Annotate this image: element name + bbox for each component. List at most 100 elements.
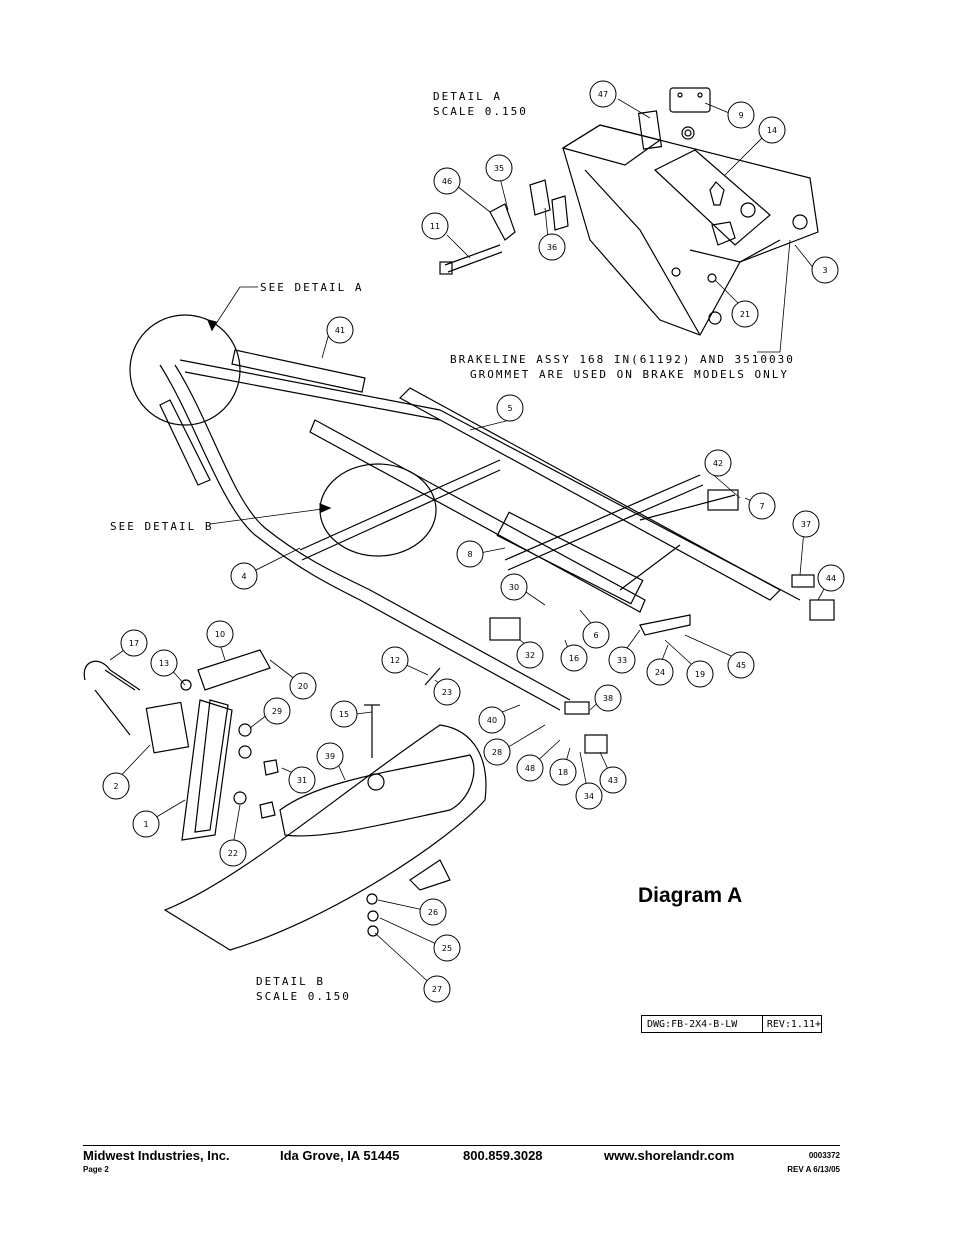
callout-circle	[758, 116, 786, 144]
callout-number: 20	[298, 682, 308, 691]
callout-number: 48	[525, 764, 535, 773]
callout-circle	[589, 80, 617, 108]
callout-number: 29	[272, 707, 282, 716]
callout-circle	[516, 754, 544, 782]
callout-circle	[516, 641, 544, 669]
callout-33: 33	[608, 646, 636, 674]
callout-30: 30	[500, 573, 528, 601]
callout-21: 21	[731, 300, 759, 328]
callout-number: 45	[736, 661, 746, 670]
dwg-revision: REV:1.11+	[766, 1018, 821, 1030]
callout-number: 3	[822, 266, 827, 275]
callout-circle	[419, 898, 447, 926]
callout-40: 40	[478, 706, 506, 734]
callout-circle	[538, 233, 566, 261]
footer-phone: 800.859.3028	[463, 1148, 543, 1163]
callout-25: 25	[433, 934, 461, 962]
callout-27: 27	[423, 975, 451, 1003]
callout-circle	[421, 212, 449, 240]
callout-number: 5	[507, 404, 512, 413]
callout-26: 26	[419, 898, 447, 926]
callout-32: 32	[516, 641, 544, 669]
callout-circle	[381, 646, 409, 674]
callout-circle	[423, 975, 451, 1003]
callout-22: 22	[219, 839, 247, 867]
callout-circle	[748, 492, 776, 520]
callout-circle	[456, 540, 484, 568]
callout-number: 39	[325, 752, 335, 761]
callout-number: 38	[603, 694, 613, 703]
footer-doc-number: 0003372	[808, 1151, 840, 1160]
callout-circle	[326, 316, 354, 344]
trailer-frame	[129, 314, 835, 754]
callout-circle	[316, 742, 344, 770]
callout-circle	[582, 621, 610, 649]
callout-circle	[120, 629, 148, 657]
detail-a-scale: SCALE 0.150	[433, 105, 528, 118]
callout-34: 34	[575, 782, 603, 810]
callout-circle	[792, 510, 820, 538]
callout-10: 10	[206, 620, 234, 648]
detail-b-scale: SCALE 0.150	[256, 990, 351, 1003]
callout-number: 36	[547, 243, 557, 252]
callout-circle	[206, 620, 234, 648]
callout-circle	[330, 700, 358, 728]
callout-circle	[500, 573, 528, 601]
callout-5: 5	[496, 394, 524, 422]
callout-6: 6	[582, 621, 610, 649]
callout-number: 11	[430, 222, 440, 231]
callout-number: 12	[390, 656, 400, 665]
callout-number: 19	[695, 670, 705, 679]
callout-number: 43	[608, 776, 618, 785]
callout-18: 18	[549, 758, 577, 786]
callout-number: 25	[442, 944, 452, 953]
page-footer: Midwest Industries, Inc. Ida Grove, IA 5…	[83, 1145, 840, 1176]
callout-number: 47	[598, 90, 608, 99]
callout-number: 27	[432, 985, 442, 994]
callout-8: 8	[456, 540, 484, 568]
callout-circle	[727, 651, 755, 679]
callout-number: 2	[113, 782, 118, 791]
callout-number: 6	[593, 631, 598, 640]
callout-28: 28	[483, 738, 511, 766]
detail-a-title: DETAIL A	[433, 90, 502, 103]
callout-number: 10	[215, 630, 225, 639]
callout-number: 9	[738, 111, 743, 120]
callout-circle	[433, 934, 461, 962]
callout-16: 16	[560, 644, 588, 672]
callout-2: 2	[102, 772, 130, 800]
callout-39: 39	[316, 742, 344, 770]
callout-48: 48	[516, 754, 544, 782]
callout-number: 17	[129, 639, 139, 648]
footer-revision: REV A 6/13/05	[787, 1165, 840, 1174]
callout-23: 23	[433, 678, 461, 706]
footer-company: Midwest Industries, Inc.	[83, 1148, 230, 1163]
footer-city: Ida Grove, IA 51445	[280, 1148, 400, 1163]
callout-9: 9	[727, 101, 755, 129]
callout-circle	[102, 772, 130, 800]
callout-circle	[575, 782, 603, 810]
callout-circle	[263, 697, 291, 725]
callout-number: 23	[442, 688, 452, 697]
callout-number: 46	[442, 177, 452, 186]
callout-number: 26	[428, 908, 438, 917]
callout-number: 1	[143, 820, 148, 829]
brakeline-note-line2: GROMMET ARE USED ON BRAKE MODELS ONLY	[470, 368, 789, 381]
callout-circle	[704, 449, 732, 477]
callout-number: 28	[492, 748, 502, 757]
callout-44: 44	[817, 564, 845, 592]
callout-4: 4	[230, 562, 258, 590]
callout-3: 3	[811, 256, 839, 284]
callout-circle	[560, 644, 588, 672]
callout-circle	[646, 658, 674, 686]
brakeline-note-line1: BRAKELINE ASSY 168 IN(61192) AND 3510030	[450, 353, 795, 366]
callout-number: 21	[740, 310, 750, 319]
callout-11: 11	[421, 212, 449, 240]
callout-29: 29	[263, 697, 291, 725]
callout-46: 46	[433, 167, 461, 195]
callout-circle	[549, 758, 577, 786]
callout-15: 15	[330, 700, 358, 728]
callout-number: 30	[509, 583, 519, 592]
callout-37: 37	[792, 510, 820, 538]
